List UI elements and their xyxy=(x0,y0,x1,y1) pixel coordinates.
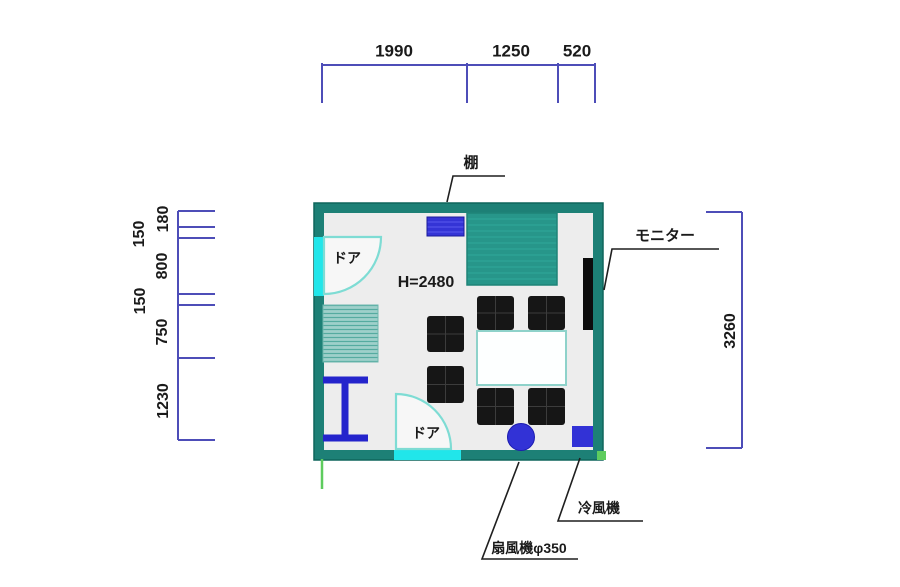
door-swing-bottom xyxy=(394,392,453,451)
door-opening-left xyxy=(314,237,324,296)
chair xyxy=(477,296,514,330)
dim-value-left-750: 750 xyxy=(154,318,171,346)
chair xyxy=(477,388,514,425)
green-mark-corner xyxy=(597,451,606,460)
dim-value-top-520: 520 xyxy=(562,41,592,61)
dim-value-left-180: 180 xyxy=(155,205,172,233)
chair xyxy=(427,366,464,403)
leader-cold-air xyxy=(556,457,643,522)
chair xyxy=(427,316,464,352)
hatched-cabinet xyxy=(322,304,379,363)
label-door-top: ドア xyxy=(333,250,361,266)
dim-value-top-1250: 1250 xyxy=(492,41,530,61)
monitor-bar xyxy=(583,258,593,330)
cold-air-unit xyxy=(572,426,593,447)
dim-value-left-1230: 1230 xyxy=(155,383,172,419)
dimension-chain-right xyxy=(706,211,743,449)
leader-fan xyxy=(480,461,578,560)
label-fan: 扇風機φ350 xyxy=(491,540,567,556)
door-swing-top-left xyxy=(322,235,383,296)
chair xyxy=(528,388,565,425)
meeting-table xyxy=(476,330,567,386)
dim-value-top-1990: 1990 xyxy=(375,41,413,61)
leader-shelf xyxy=(446,175,505,203)
door-opening-bottom xyxy=(394,450,461,460)
leader-monitor xyxy=(603,248,719,291)
dim-value-left-150a: 150 xyxy=(131,220,148,248)
label-ceiling-height: H=2480 xyxy=(397,274,455,291)
label-shelf: 棚 xyxy=(463,154,479,172)
steel-column-ibeam xyxy=(323,376,368,442)
electric-fan xyxy=(507,423,535,451)
dimension-chain-top xyxy=(321,63,596,103)
label-monitor: モニター xyxy=(634,227,696,245)
dim-value-left-800: 800 xyxy=(154,252,171,280)
dim-value-left-150b: 150 xyxy=(132,287,149,315)
counter-teal-table xyxy=(466,212,558,286)
chair xyxy=(528,296,565,330)
label-cold-air-unit: 冷風機 xyxy=(578,500,620,516)
shelf-unit xyxy=(426,216,465,237)
dimension-chain-left xyxy=(177,210,215,441)
label-door-bottom: ドア xyxy=(412,425,440,441)
dim-value-right-3260: 3260 xyxy=(722,313,739,349)
